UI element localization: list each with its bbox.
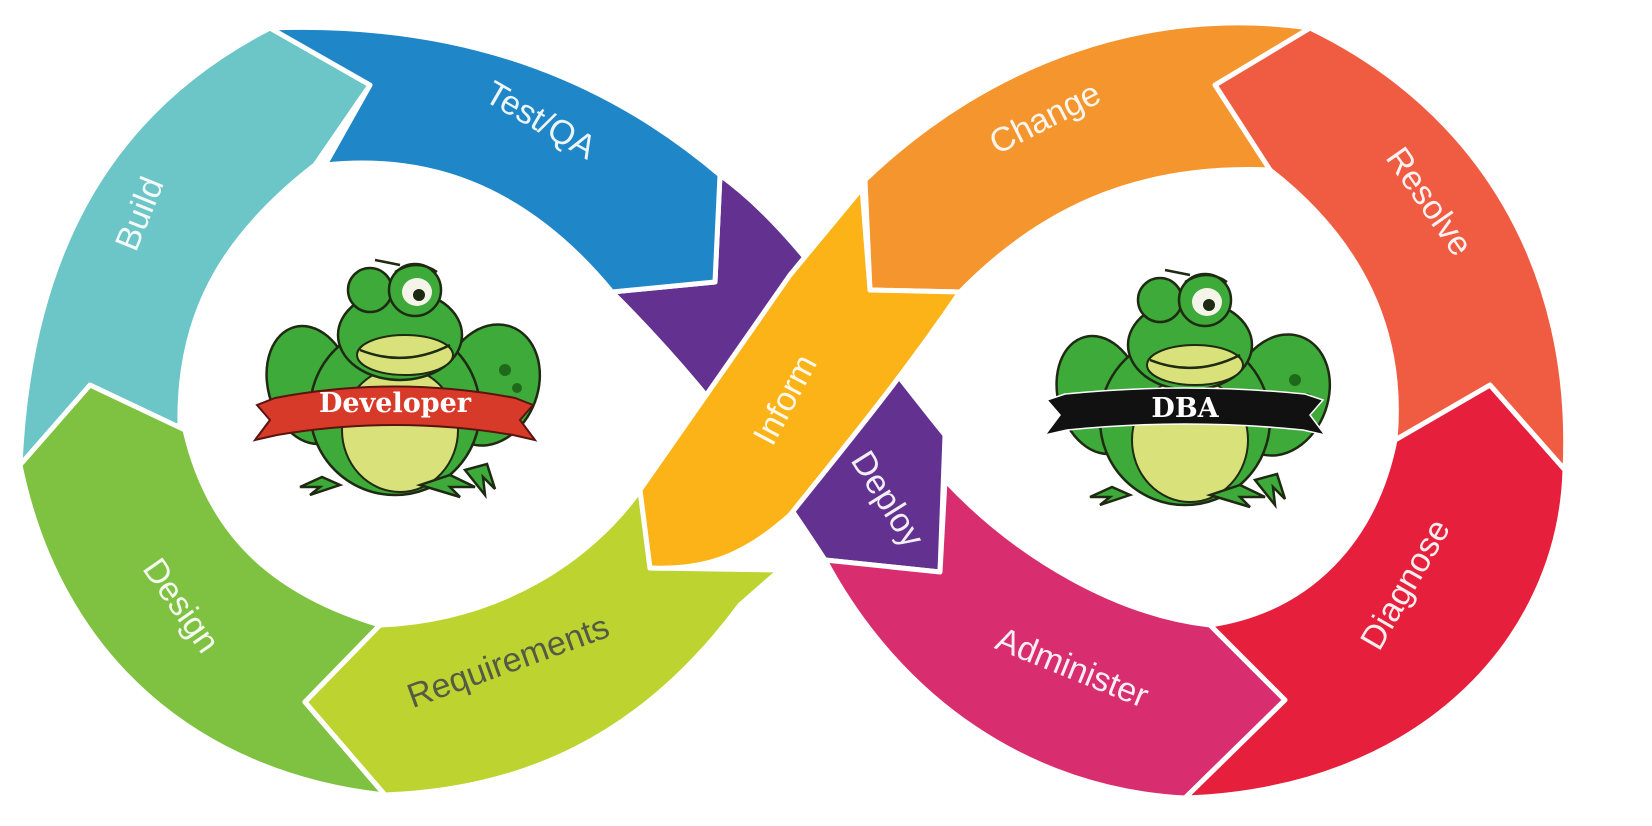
segment-testqa (267, 24, 723, 295)
developer-banner-text: Developer (319, 388, 472, 419)
segment-change (862, 20, 1313, 295)
frog-mascot-icon: DBA (1043, 268, 1332, 510)
segment-administer (822, 477, 1288, 801)
dba-banner-text: DBA (1151, 393, 1219, 424)
segment-diagnose (1182, 382, 1568, 801)
segment-build (17, 25, 373, 468)
segment-resolve (1212, 25, 1569, 473)
segment-requirements (302, 487, 783, 798)
dba-banner (1043, 387, 1327, 437)
frog-mascot-icon: Developer (252, 258, 542, 500)
developer-banner (252, 385, 538, 442)
segment-inform (637, 185, 963, 571)
